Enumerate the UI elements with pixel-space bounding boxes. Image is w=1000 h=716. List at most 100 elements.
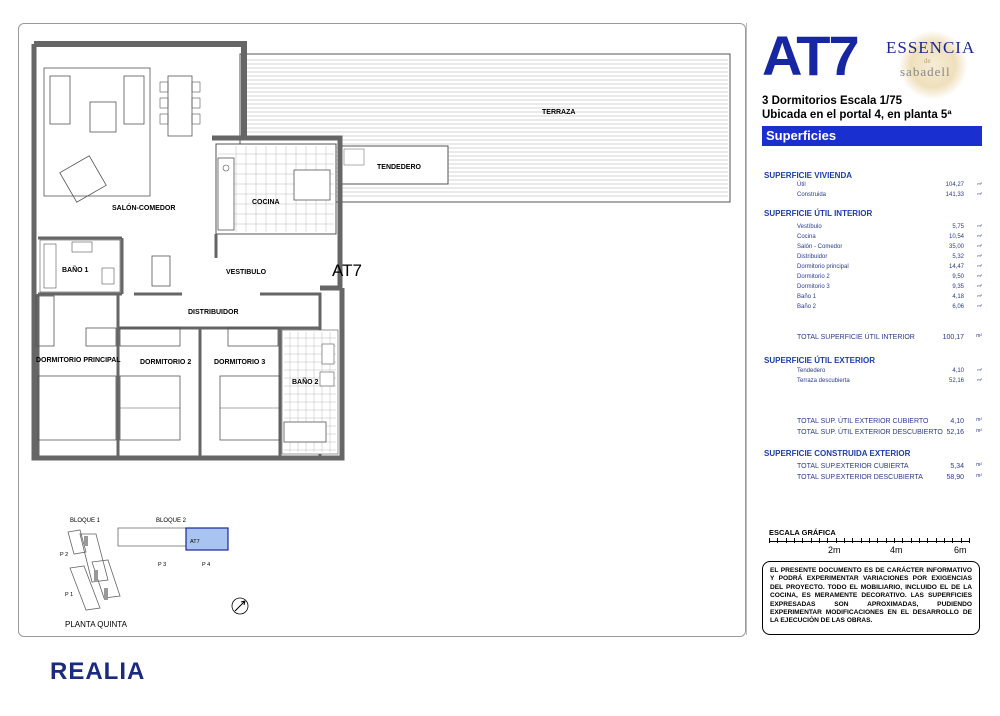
unit-label: m² — [976, 462, 982, 468]
room-label-bano2: BAÑO 2 — [292, 377, 319, 386]
scale-tick — [910, 538, 912, 543]
plan-frame — [18, 23, 746, 637]
scale-tick — [919, 538, 920, 543]
exterior-total-row-name: TOTAL SUP. ÚTIL EXTERIOR CUBIERTO — [797, 418, 929, 425]
exterior-total-row-value: 4,10 — [950, 418, 964, 425]
scale-mark-label: 2m — [828, 545, 841, 555]
unit-label: m² — [977, 181, 982, 186]
total-util-interior-value: 100,17 — [942, 334, 964, 341]
interior-row-name: Baño 1 — [797, 294, 817, 300]
heading-util-exterior: SUPERFICIE ÚTIL EXTERIOR — [764, 356, 875, 365]
interior-row-value: 6,06 — [952, 304, 964, 310]
subtitle-line2: Ubicada en el portal 4, en planta 5ª — [762, 109, 952, 121]
scale-mark-label: 6m — [954, 545, 967, 555]
vivienda-row-name: Construida — [797, 192, 827, 198]
brand-de: de — [924, 57, 931, 65]
floor-plan: TERRAZA TENDEDERO SALÓN-COMEDOR COCINA B… — [31, 41, 731, 461]
unit-label: m² — [977, 263, 982, 268]
key-p2: P 2 — [60, 552, 68, 558]
superficies-title: Superficies — [762, 126, 982, 146]
scale-tick — [902, 538, 904, 543]
construida-total-row-value: 58,90 — [946, 474, 964, 481]
interior-row-name: Dormitorio 3 — [797, 284, 830, 290]
north-arrow-icon — [231, 597, 249, 615]
exterior-row-value: 52,16 — [948, 378, 964, 384]
room-label-bano1: BAÑO 1 — [62, 265, 89, 274]
scale-mark-label: 4m — [890, 545, 903, 555]
unit-label: m² — [976, 473, 982, 479]
scale-tick — [969, 538, 970, 543]
unit-label: m² — [977, 283, 982, 288]
unit-label-plan: AT7 — [332, 261, 362, 280]
exterior-total-row-name: TOTAL SUP. ÚTIL EXTERIOR DESCUBIERTO — [797, 429, 943, 436]
scale-tick — [894, 538, 895, 543]
interior-row-value: 9,50 — [952, 274, 964, 280]
key-unit: AT7 — [190, 539, 200, 545]
interior-row-value: 4,18 — [952, 294, 964, 300]
unit-label: m² — [976, 428, 982, 434]
scale-tick — [769, 538, 770, 543]
unit-label: m² — [976, 333, 982, 339]
scale-tick — [835, 538, 837, 543]
scale-tick — [935, 538, 937, 543]
interior-row-name: Dormitorio 2 — [797, 274, 830, 280]
interior-row-value: 14,47 — [948, 264, 964, 270]
key-bloque2: BLOQUE 2 — [156, 518, 187, 524]
scale-tick — [852, 538, 854, 543]
key-p1: P 1 — [65, 592, 73, 598]
total-util-interior-label: TOTAL SUPERFICIE ÚTIL INTERIOR — [797, 334, 915, 341]
interior-row-name: Cocina — [797, 234, 816, 240]
unit-label: m² — [976, 417, 982, 423]
room-label-salon: SALÓN-COMEDOR — [112, 203, 175, 212]
essencia-seal-icon — [898, 30, 968, 100]
construida-total-row-name: TOTAL SUP.EXTERIOR CUBIERTA — [797, 463, 909, 470]
scale-label: ESCALA GRÁFICA — [769, 528, 836, 537]
exterior-total-row-value: 52,16 — [946, 429, 964, 436]
unit-label: m² — [977, 293, 982, 298]
room-label-tendedero: TENDEDERO — [377, 164, 422, 171]
interior-row-name: Baño 2 — [797, 304, 817, 310]
heading-util-interior: SUPERFICIE ÚTIL INTERIOR — [764, 209, 873, 218]
scale-tick — [860, 538, 862, 543]
scale-tick — [944, 538, 945, 543]
interior-row-name: Distribuidor — [797, 254, 828, 260]
vivienda-row-name: Útil — [797, 182, 806, 188]
panel-divider — [746, 23, 747, 635]
scale-tick — [927, 538, 929, 543]
scale-tick — [885, 538, 887, 543]
construida-total-row-name: TOTAL SUP.EXTERIOR DESCUBIERTA — [797, 474, 923, 481]
scale-tick — [960, 538, 962, 543]
unit-label: m² — [977, 233, 982, 238]
scale-tick — [777, 538, 779, 543]
subtitle-line1: 3 Dormitorios Escala 1/75 — [762, 95, 902, 107]
disclaimer-box: EL PRESENTE DOCUMENTO ES DE CARÁCTER INF… — [762, 561, 980, 635]
unit-code-letters: AT — [762, 24, 830, 87]
room-label-vestibulo: VESTIBULO — [226, 269, 267, 276]
scale-tick — [869, 538, 870, 543]
scale-tick — [810, 538, 812, 543]
key-p4: P 4 — [202, 562, 210, 568]
unit-label: m² — [977, 191, 982, 196]
heading-construida-exterior: SUPERFICIE CONSTRUIDA EXTERIOR — [764, 449, 911, 458]
unit-label: m² — [977, 223, 982, 228]
room-label-dorm-principal: DORMITORIO PRINCIPAL — [36, 357, 121, 364]
interior-row-name: Salón - Comedor — [797, 244, 843, 250]
brand-sabadell: sabadell — [900, 64, 951, 79]
brand-essencia: ESSENCIA — [886, 38, 976, 57]
interior-row-value: 10,54 — [948, 234, 964, 240]
unit-code-number: 7 — [828, 24, 860, 87]
planta-label: PLANTA QUINTA — [65, 620, 127, 629]
interior-row-name: Vestíbulo — [797, 224, 822, 230]
heading-vivienda: SUPERFICIE VIVIENDA — [764, 171, 853, 180]
unit-subtitle: 3 Dormitorios Escala 1/75 Ubicada en el … — [762, 94, 952, 122]
exterior-row-name: Tendedero — [797, 368, 826, 374]
construida-total-row-value: 5,34 — [950, 463, 964, 470]
exterior-row-name: Terraza descubierta — [797, 378, 850, 384]
unit-label: m² — [977, 253, 982, 258]
interior-row-value: 5,32 — [952, 254, 964, 260]
interior-row-name: Dormitorio principal — [797, 264, 849, 270]
room-label-distribuidor: DISTRIBUIDOR — [188, 309, 239, 316]
scale-tick — [785, 538, 787, 543]
key-plan: BLOQUE 1 BLOQUE 2 AT7 P 2 P 1 P 3 P 4 — [60, 518, 249, 615]
vivienda-row-value: 141,33 — [945, 192, 964, 198]
